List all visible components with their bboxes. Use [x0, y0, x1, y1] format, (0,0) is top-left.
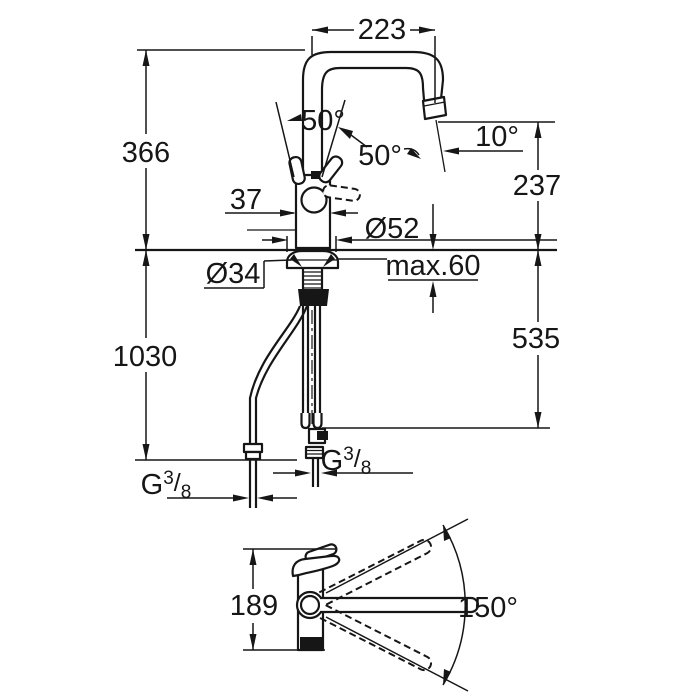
dim-angle50-left: 50° [275, 99, 353, 178]
dim-223: 223 [311, 14, 436, 103]
lever-pad [291, 554, 341, 578]
max-depth-label: max.60 [385, 250, 480, 282]
dim-dia52: Ø52 [262, 213, 557, 252]
dim-237: 237 [513, 122, 561, 250]
mounting-nut [298, 289, 329, 306]
spout-inner-contour [320, 66, 426, 178]
outlet-axis-tilted-line [435, 119, 446, 173]
spout-bar-center [320, 596, 480, 614]
thread-size-left: G3/8 [141, 468, 192, 503]
dim-366-label: 366 [122, 137, 170, 169]
swivel-view: 150° 189 [230, 518, 518, 692]
dim-189-label: 189 [230, 590, 278, 622]
aerator-inner-line [423, 101, 446, 107]
spout-bar-dashed-down [318, 604, 432, 672]
dim-237-label: 237 [513, 170, 561, 202]
dim-37: 37 [225, 184, 358, 217]
dim-535-label: 535 [512, 323, 560, 355]
connection-nut [304, 445, 325, 460]
center-supply-hoses [300, 306, 328, 487]
dim-angle50-right: 50° [350, 134, 421, 172]
spout-bar-dashed-up [318, 538, 432, 606]
threaded-shank [301, 268, 324, 289]
lever-position-dashed [322, 184, 361, 202]
dim-thread-left: G3/8 [141, 468, 297, 503]
dim-37-label: 37 [230, 184, 262, 216]
lever-position-up-left [288, 155, 306, 186]
angle-50-right-label: 50° [358, 140, 402, 172]
dim-1030-label: 1030 [113, 341, 178, 373]
dim-223-label: 223 [358, 14, 406, 46]
dia-52-label: Ø52 [365, 213, 420, 245]
dim-535: 535 [512, 250, 560, 428]
dim-thread-right: G3/8 [273, 444, 413, 479]
angle-10-label: 10° [475, 121, 519, 153]
dim-1030: 1030 [113, 250, 178, 460]
dim-366: 366 [122, 50, 170, 250]
long-supply-hose [242, 305, 309, 508]
base-foot [300, 637, 322, 650]
front-view [242, 50, 448, 508]
dim-angle150: 150° [325, 518, 518, 692]
thread-size-right: G3/8 [321, 444, 372, 479]
spout-outer-contour [301, 50, 445, 178]
dia-34-label: Ø34 [206, 258, 261, 290]
swivel-ring-inner [299, 594, 321, 616]
angle-150-label: 150° [458, 592, 518, 624]
dim-angle10: 10° [443, 121, 523, 155]
dim-189: 189 [230, 548, 336, 651]
dim-dia34: Ø34 [204, 254, 387, 290]
cartridge-circle [300, 186, 328, 214]
angle-50-left-label: 50° [301, 105, 345, 137]
dim-max60: max.60 [385, 204, 481, 313]
dimensions-front: 223 366 1030 237 [113, 14, 561, 503]
